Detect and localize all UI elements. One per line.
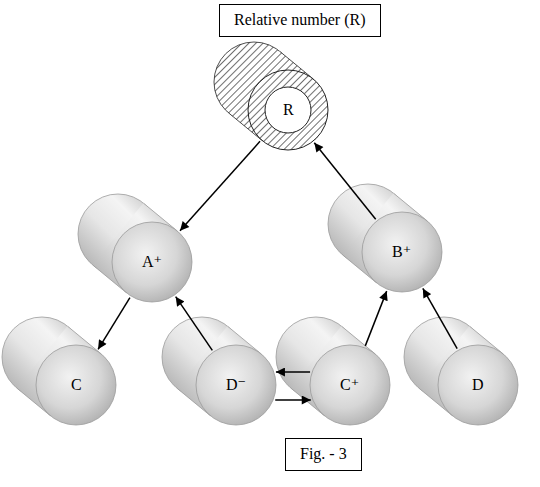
title-text: Relative number (R)	[234, 11, 366, 29]
cylinder	[78, 194, 192, 302]
cylinder-node: C⁺	[276, 317, 390, 425]
cylinder-node: C	[2, 317, 116, 425]
cylinder	[276, 317, 390, 425]
cylinder-node: A⁺	[78, 194, 192, 302]
cylinder	[2, 317, 116, 425]
arrow-connector	[365, 291, 386, 346]
node-label: C⁺	[340, 376, 359, 394]
node-label: A⁺	[142, 253, 162, 271]
cylinder-face	[362, 212, 442, 292]
cylinder	[328, 184, 442, 292]
cylinder-face	[112, 222, 192, 302]
hatched-cylinder-node: R	[214, 42, 328, 150]
caption-text: Fig. - 3	[300, 445, 347, 463]
cylinder-face	[36, 345, 116, 425]
node-label: C	[71, 376, 82, 394]
cylinder-node: B⁺	[328, 184, 442, 292]
cylinder	[162, 317, 276, 425]
hatched-cylinder	[214, 42, 328, 150]
cylinder	[404, 317, 518, 425]
node-label: D	[472, 376, 484, 394]
node-label: R	[283, 101, 294, 119]
caption-box: Fig. - 3	[285, 438, 362, 471]
node-label: D⁻	[226, 376, 246, 394]
cylinder-hole	[265, 87, 311, 133]
cylinder-node: D⁻	[162, 317, 276, 425]
arrow-connector	[98, 298, 130, 350]
cylinder-node: D	[404, 317, 518, 425]
cylinder-face	[438, 345, 518, 425]
arrow-connector	[180, 141, 260, 230]
cylinder-face	[196, 345, 276, 425]
title-box: Relative number (R)	[219, 4, 381, 37]
cylinder-face	[248, 70, 328, 150]
cylinder-face	[310, 345, 390, 425]
node-label: B⁺	[392, 243, 411, 261]
